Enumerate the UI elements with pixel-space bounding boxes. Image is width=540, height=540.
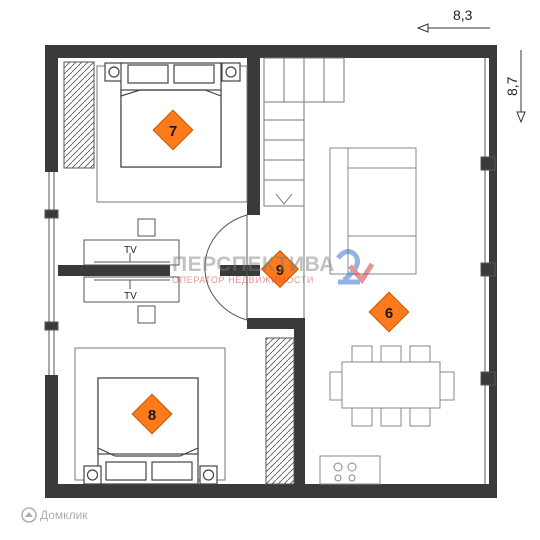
logo-text: Домклик xyxy=(40,508,88,522)
width-dimension: 8,3 xyxy=(416,7,490,33)
tv-label: TV xyxy=(124,245,137,256)
room-number: 9 xyxy=(276,262,284,279)
room-badge-7: 7 xyxy=(152,109,194,151)
room-badge-8: 8 xyxy=(131,393,173,435)
wardrobe-top xyxy=(63,61,95,169)
sofa xyxy=(329,147,417,275)
room-badge-6: 6 xyxy=(368,291,410,333)
domclick-logo: Домклик xyxy=(21,507,88,523)
tv-unit xyxy=(83,276,180,324)
room-number: 6 xyxy=(385,305,393,322)
watermark-subtitle: ОПЕРАТОР НЕДВИЖИМОСТИ xyxy=(172,275,314,285)
wardrobe-bottom xyxy=(265,337,295,485)
kitchen-counter xyxy=(319,455,381,485)
height-dimension: 8,7 xyxy=(504,50,526,124)
height-dimension-label: 8,7 xyxy=(504,76,520,96)
dining-table xyxy=(329,345,455,427)
watermark-logo-icon xyxy=(336,249,375,285)
room-number: 8 xyxy=(148,407,156,424)
door-swing xyxy=(204,214,248,321)
house-icon xyxy=(25,512,33,517)
width-dimension-label: 8,3 xyxy=(453,7,473,23)
agency-watermark: ПЕРСПЕКТИВА ОПЕРАТОР НЕДВИЖИМОСТИ xyxy=(172,249,375,285)
watermark-title: ПЕРСПЕКТИВА xyxy=(172,253,335,276)
tv-unit xyxy=(83,218,180,266)
right-windows xyxy=(480,58,496,484)
room-badge-9: 9 xyxy=(260,249,300,289)
left-windows xyxy=(44,172,59,375)
interior-walls xyxy=(58,58,305,491)
staircase xyxy=(263,57,345,207)
tv-label: TV xyxy=(124,291,137,302)
bed-icon xyxy=(83,377,218,485)
room-number: 7 xyxy=(169,123,177,140)
